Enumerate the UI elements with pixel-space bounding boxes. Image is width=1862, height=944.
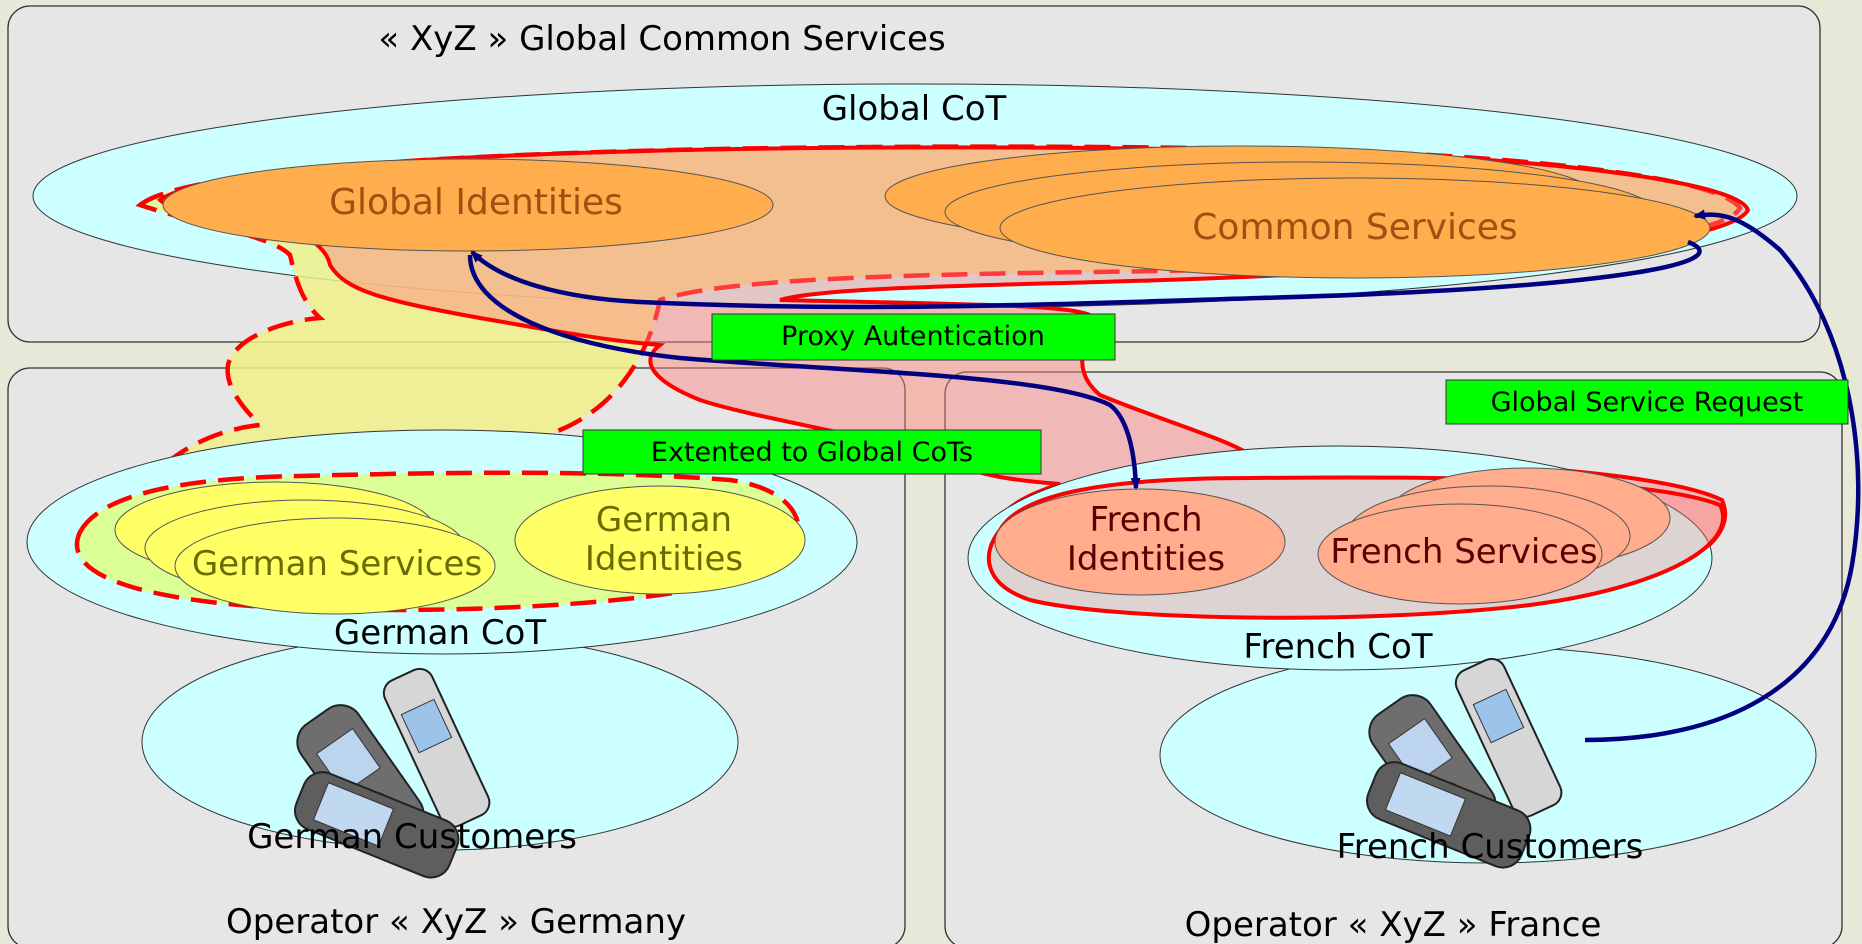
german-identities-ellipse <box>514 485 806 595</box>
global-request-label: Global Service Request <box>1491 387 1804 418</box>
proxy-auth-arrow-to-global <box>470 239 1702 310</box>
region-france-title: Operator « XyZ » France <box>1185 905 1602 944</box>
french-services-label: French Services <box>1330 532 1597 572</box>
french-phones-icon <box>1366 657 1563 869</box>
proxy-auth-arrow-to-french <box>467 254 1141 490</box>
proxy-auth-label: Proxy Autentication <box>781 321 1045 352</box>
region-global-title: « XyZ » Global Common Services <box>378 19 945 59</box>
french-customers-label: French Customers <box>1337 827 1644 867</box>
german-services-label: German Services <box>192 544 482 584</box>
global-identities-ellipse <box>162 158 774 252</box>
french-identities-label-line1: French <box>1089 500 1202 540</box>
global-cot-label: Global CoT <box>822 89 1007 129</box>
global-identities-label: Global Identities <box>329 182 623 223</box>
region-germany-title: Operator « XyZ » Germany <box>226 902 686 942</box>
german-phones-icon <box>294 667 491 879</box>
global-service-request-arrow <box>1584 209 1861 743</box>
french-cot-label: French CoT <box>1243 627 1432 667</box>
french-services-ellipse <box>1317 503 1603 605</box>
proxy-auth-label-box <box>711 313 1116 361</box>
german-customers-label: German Customers <box>247 817 577 857</box>
german-identities-label-line1: German <box>596 500 732 540</box>
extended-label: Extented to Global CoTs <box>651 437 973 468</box>
french-identities-label-line2: Identities <box>1067 539 1225 579</box>
global-request-label-box <box>1445 379 1849 425</box>
common-services-label: Common Services <box>1192 207 1517 248</box>
extended-label-box <box>582 429 1042 475</box>
german-cot-label: German CoT <box>334 613 546 653</box>
german-services-ellipse <box>174 517 496 615</box>
common-services-ellipse <box>999 177 1711 279</box>
german-identities-label-line2: Identities <box>585 539 743 579</box>
